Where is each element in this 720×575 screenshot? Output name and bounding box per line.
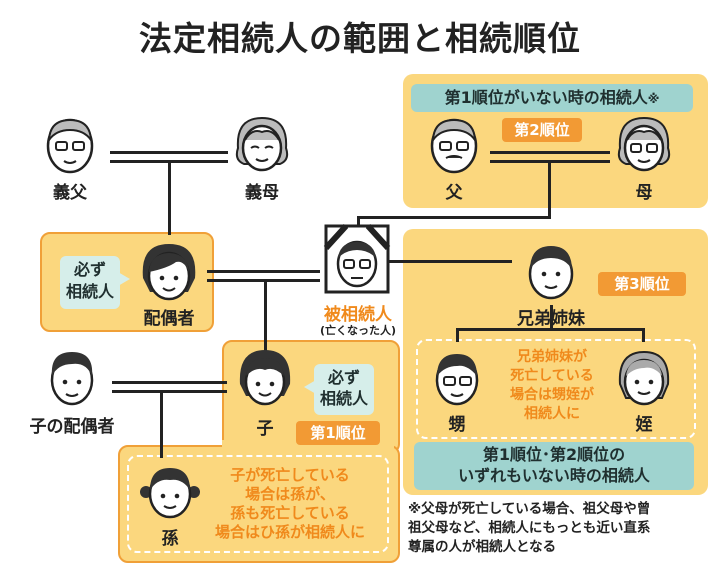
child-label: 子 <box>256 419 274 439</box>
siblings-icon <box>528 246 574 300</box>
mother-label: 母 <box>635 183 653 203</box>
first-rank-badge: 第1順位 <box>296 421 380 445</box>
third-rank-header-line-2: いずれもいない時の相続人 <box>458 466 650 485</box>
niece-label: 姪 <box>635 415 653 435</box>
grandchild-note-line-2: 場合は孫が、 <box>245 485 335 503</box>
footnote-line-1: ※父母が死亡している場合、祖父母や曾 <box>408 501 651 517</box>
child-must-inherit-bubble: 必ず 相続人 <box>314 364 374 415</box>
child-spouse-icon <box>50 352 94 406</box>
deceased-note: (亡くなった人) <box>319 324 397 337</box>
third-rank-badge: 第3順位 <box>598 272 686 296</box>
grandchild-note: 子が死亡している 場合は孫が、 孫も死亡している 場合はひ孫が相続人に <box>202 466 378 542</box>
mother-icon <box>617 116 671 172</box>
father-in-law-icon <box>46 118 94 174</box>
nephew-note-line-1: 兄弟姉妹が <box>517 349 587 365</box>
nephew-note-line-2: 死亡している <box>510 368 594 384</box>
bubble-line-2: 相続人 <box>65 282 114 301</box>
footnote-line-3: 尊属の人が相続人となる <box>408 539 557 555</box>
second-rank-header: 第1順位がいない時の相続人※ <box>411 84 693 112</box>
second-rank-header-mark: ※ <box>647 92 660 106</box>
mother-in-law-icon <box>235 116 289 172</box>
deceased-icon <box>323 223 391 294</box>
child-icon <box>239 350 291 406</box>
second-rank-header-text: 第1順位がいない時の相続人 <box>444 88 648 107</box>
spouse-icon <box>142 244 196 301</box>
footnote: ※父母が死亡している場合、祖父母や曾 祖父母など、相続人にもっとも近い直系 尊属… <box>408 500 716 557</box>
nephew-icon <box>435 354 479 406</box>
father-label: 父 <box>445 183 463 203</box>
nephew-note-line-4: 相続人に <box>524 406 580 422</box>
mother-in-law-label: 義母 <box>245 183 279 203</box>
grandchild-note-frame <box>127 455 389 553</box>
third-rank-header-line-1: 第1順位･第2順位の <box>482 445 626 464</box>
niece-icon <box>618 350 670 406</box>
third-rank-header: 第1順位･第2順位の いずれもいない時の相続人 <box>414 442 694 490</box>
nephew-note-line-3: 場合は甥姪が <box>510 387 594 403</box>
spouse-label: 配偶者 <box>143 309 195 329</box>
grandchild-label: 孫 <box>161 529 179 549</box>
child-bubble-line-2: 相続人 <box>319 389 368 408</box>
child-spouse-label: 子の配偶者 <box>29 417 115 437</box>
spouse-must-inherit-bubble: 必ず 相続人 <box>60 256 120 309</box>
grandchild-note-line-1: 子が死亡している <box>230 466 350 484</box>
deceased-label: 被相続人 <box>324 305 392 325</box>
grandchild-note-line-3: 孫も死亡している <box>230 504 350 522</box>
grandchild-icon <box>140 468 200 519</box>
nephew-note: 兄弟姉妹が 死亡している 場合は甥姪が 相続人に <box>490 348 614 424</box>
siblings-label: 兄弟姉妹 <box>517 309 585 329</box>
page-title: 法定相続人の範囲と相続順位 <box>139 19 581 58</box>
grandchild-note-line-4: 場合はひ孫が相続人に <box>214 523 365 541</box>
nephew-label: 甥 <box>448 415 466 435</box>
bubble-line-1: 必ず <box>73 260 106 279</box>
nephew-note-frame <box>416 339 696 439</box>
child-bubble-line-1: 必ず <box>327 368 360 387</box>
footnote-line-2: 祖父母など、相続人にもっとも近い直系 <box>408 520 651 536</box>
father-icon <box>430 118 478 174</box>
father-in-law-label: 義父 <box>53 183 87 203</box>
second-rank-badge: 第2順位 <box>502 118 582 142</box>
